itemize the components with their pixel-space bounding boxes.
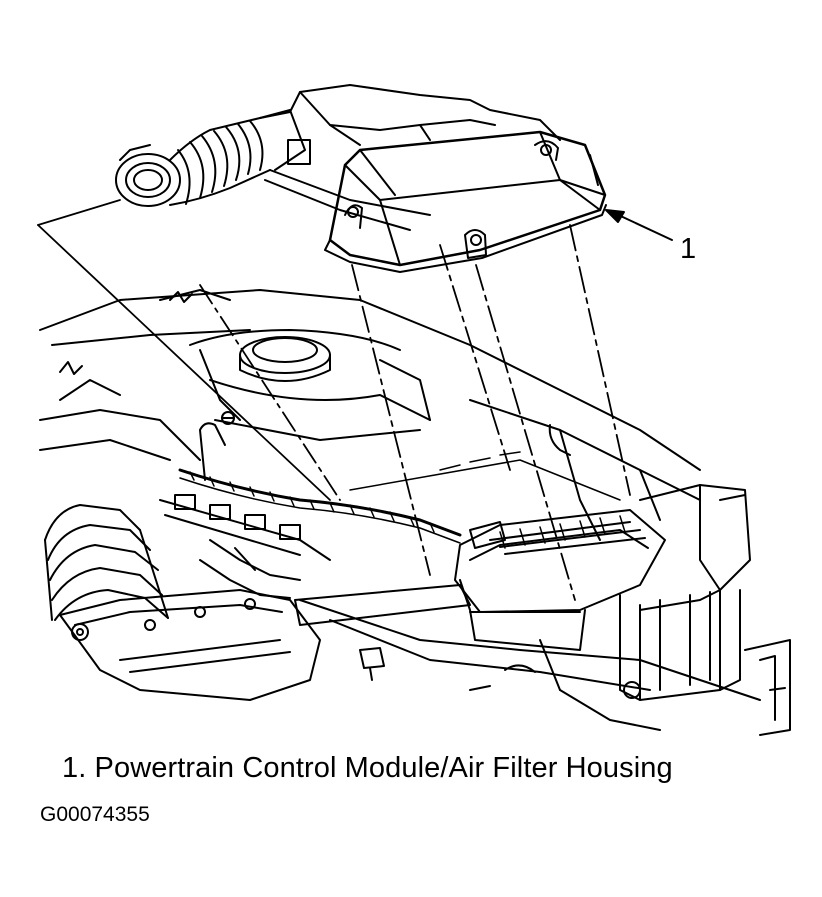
figure-caption: 1. Powertrain Control Module/Air Filter … <box>62 752 673 784</box>
engine-bay-background <box>39 289 761 731</box>
reference-lines <box>37 199 341 501</box>
engine-compartment-illustration: 1 <box>37 84 791 736</box>
alignment-lines <box>351 224 631 601</box>
air-inlet-duct <box>115 84 561 231</box>
callout-number: 1 <box>680 233 696 265</box>
figure-id: G00074355 <box>40 803 150 826</box>
air-filter-housing-cover <box>324 130 607 273</box>
pcm-mounting-bracket <box>454 484 791 736</box>
callout-1: 1 <box>605 209 696 265</box>
intake-manifold <box>44 468 471 701</box>
